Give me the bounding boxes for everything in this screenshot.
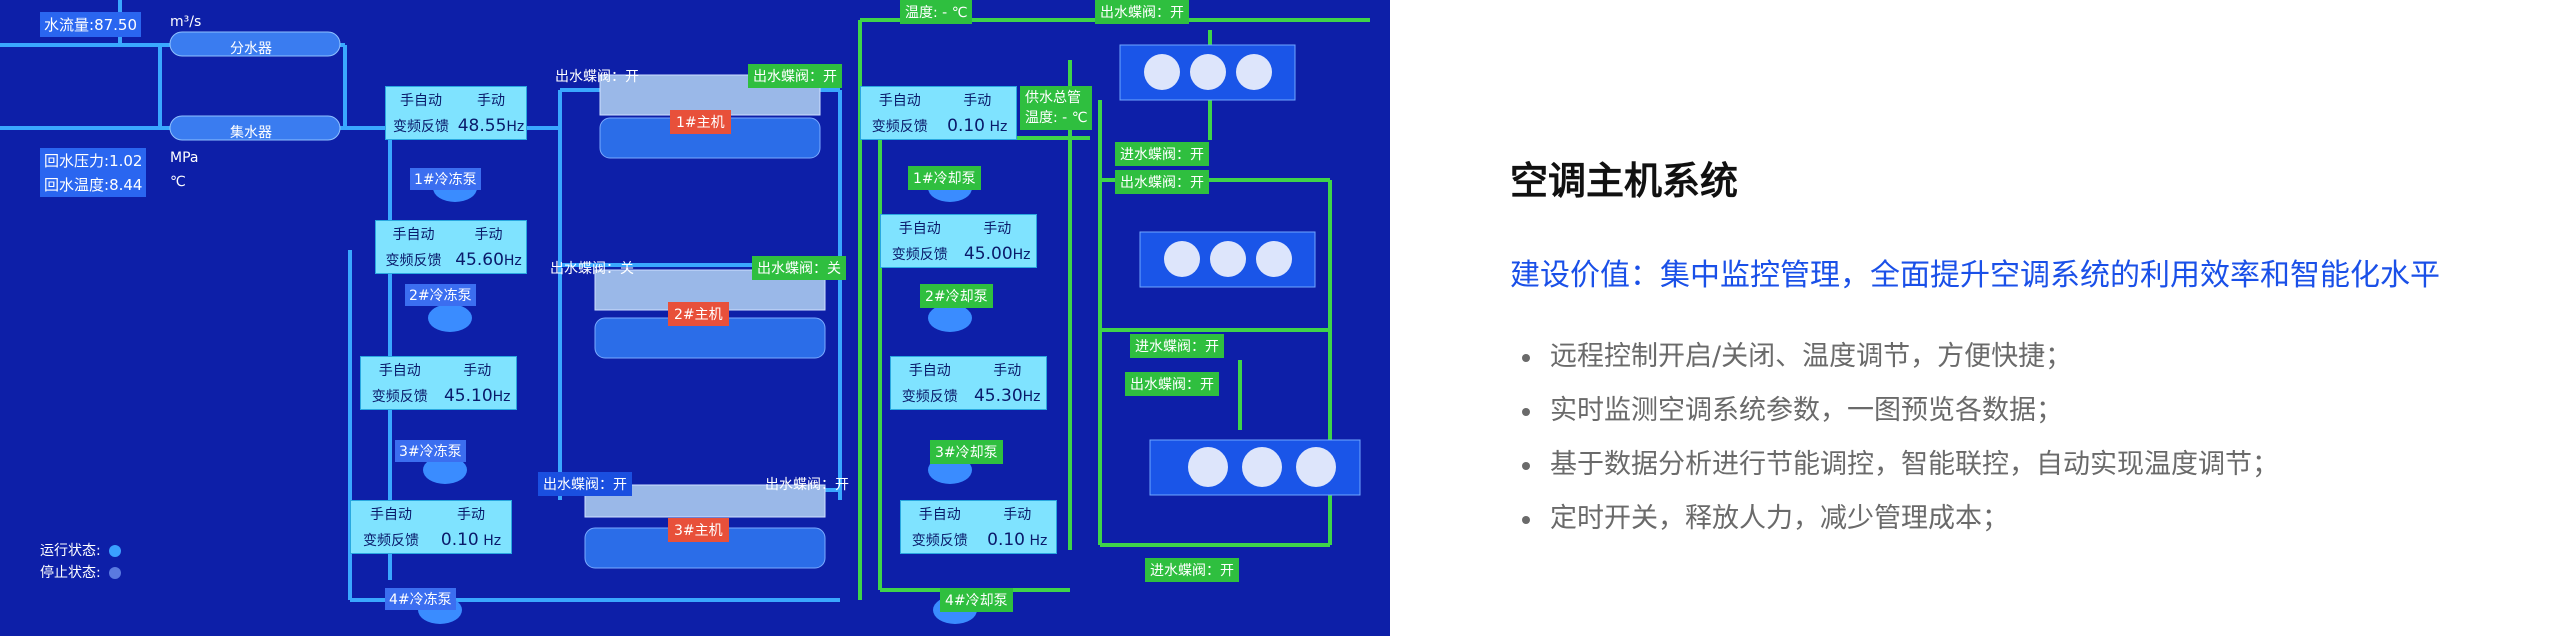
chiller-1-right-valve[interactable]: 出水蝶阀：开	[748, 64, 842, 88]
collector-label: 集水器	[230, 125, 272, 141]
chiller-2-left-valve[interactable]: 出水蝶阀：关	[550, 261, 634, 277]
cooling-pump-1-name: 1#冷却泵	[908, 166, 981, 190]
run-status-legend: 运行状态:	[40, 540, 121, 560]
chiller-3-right-valve[interactable]: 出水蝶阀：开	[765, 477, 849, 493]
supply-flow-unit: m³/s	[170, 14, 202, 30]
tower-3-inlet-valve[interactable]: 进水蝶阀：开	[1145, 558, 1239, 582]
chilled-pump-3-name: 3#冷冻泵	[395, 440, 466, 462]
chiller-3-name: 3#主机	[668, 518, 729, 542]
chiller-3-left-valve[interactable]: 出水蝶阀：开	[538, 472, 632, 496]
chiller-2-right-valve[interactable]: 出水蝶阀：关	[752, 256, 846, 280]
feature-item: 定时开关，释放人力，减少管理成本；	[1522, 500, 2279, 554]
supply-header-tag: 供水总管 温度: - ℃	[1020, 86, 1093, 130]
cooling-pump-2-name: 2#冷却泵	[920, 284, 993, 308]
pipe-network	[0, 0, 1370, 624]
panel-title: 空调主机系统	[1510, 159, 1739, 203]
supply-flow-readout: 水流量:87.50	[40, 12, 142, 37]
tower-1-inlet-valve[interactable]: 进水蝶阀：开	[1115, 142, 1209, 166]
feature-item: 基于数据分析进行节能调控，智能联控，自动实现温度调节；	[1522, 446, 2279, 500]
chilled-pump-4-name: 4#冷冻泵	[385, 588, 456, 610]
return-pressure-unit: MPa	[170, 150, 199, 166]
top-valve-tag: 出水蝶阀：开	[1095, 0, 1189, 24]
run-status-dot	[108, 545, 121, 557]
distributor-label: 分水器	[230, 41, 272, 57]
feature-item: 实时监测空调系统参数，一图预览各数据；	[1522, 392, 2279, 446]
tower-1-outlet-valve[interactable]: 出水蝶阀：开	[1115, 170, 1209, 194]
top-temp-tag: 温度: - ℃	[900, 0, 973, 24]
description-panel: 空调主机系统 建设价值：集中监控管理，全面提升空调系统的利用效率和智能化水平 远…	[1390, 0, 2572, 636]
stop-status-dot	[108, 567, 121, 579]
feature-item: 远程控制开启/关闭、温度调节，方便快捷；	[1522, 338, 2279, 392]
scada-diagram: 水流量:87.50 m³/s 分水器 集水器 回水压力:1.02 MPa 回水温…	[0, 0, 1390, 636]
stop-status-legend: 停止状态:	[40, 562, 121, 582]
return-pressure-readout: 回水压力:1.02	[40, 148, 147, 173]
chiller-1-left-valve[interactable]: 出水蝶阀：开	[555, 69, 639, 85]
panel-subtitle: 建设价值：集中监控管理，全面提升空调系统的利用效率和智能化水平	[1510, 258, 2440, 293]
cooling-pump-3-name: 3#冷却泵	[930, 440, 1003, 464]
return-temp-unit: ℃	[170, 174, 186, 190]
cooling-pump-4-name: 4#冷却泵	[940, 588, 1013, 612]
tower-2-inlet-valve[interactable]: 进水蝶阀：开	[1130, 334, 1224, 358]
chilled-pump-1-name: 1#冷冻泵	[410, 168, 481, 190]
chiller-2-name: 2#主机	[668, 302, 729, 326]
chilled-pump-2-name: 2#冷冻泵	[405, 284, 476, 306]
chiller-1-name: 1#主机	[670, 110, 731, 134]
return-temp-readout: 回水温度:8.44	[40, 172, 147, 197]
tower-2-outlet-valve[interactable]: 出水蝶阀：开	[1125, 372, 1219, 396]
feature-list: 远程控制开启/关闭、温度调节，方便快捷； 实时监测空调系统参数，一图预览各数据；…	[1522, 338, 2279, 554]
